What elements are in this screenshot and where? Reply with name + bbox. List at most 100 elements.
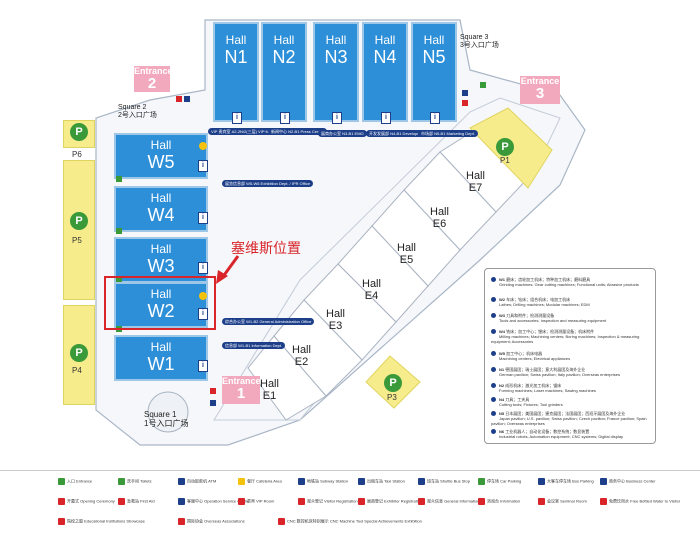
hall-e1-number: E1 <box>262 390 277 402</box>
square-2-cn: 2号入口广场 <box>118 112 157 119</box>
info-icon[interactable]: i <box>198 160 208 172</box>
hall-n4[interactable]: Hall N4 <box>362 22 408 122</box>
hall-e5-label[interactable]: Hall E5 <box>397 242 416 266</box>
info-icon[interactable]: i <box>198 308 208 320</box>
entrance-2-word: Entrance <box>134 66 173 76</box>
tag-exhibition-dept: 展览信息部 W5-W6 Exhibition Dept. / IPR Offic… <box>222 180 314 187</box>
general-information-icon <box>418 498 425 505</box>
hall-w4[interactable]: Hall W4 <box>114 186 208 232</box>
info-icon[interactable]: i <box>381 112 391 124</box>
footer-item-first-aid: 急救站 First Aid <box>118 498 155 505</box>
info-icon[interactable]: i <box>332 112 342 124</box>
hall-w3-number: W3 <box>147 256 175 276</box>
legend-bullet-icon <box>491 429 496 434</box>
hall-e2-word: Hall <box>292 344 311 356</box>
hall-e5-number: E5 <box>399 254 414 266</box>
first-aid-icon[interactable] <box>210 388 216 394</box>
hall-e7-word: Hall <box>466 170 485 182</box>
info-icon[interactable]: i <box>198 360 208 372</box>
legend-bullet-icon <box>491 383 496 388</box>
hall-e7-label[interactable]: Hall E7 <box>466 170 485 194</box>
hall-n1-number: N1 <box>224 47 248 67</box>
hall-n5[interactable]: Hall N5 <box>411 22 457 122</box>
entrance-3[interactable]: Entrance 3 <box>520 76 560 104</box>
cafeteria-icon[interactable] <box>199 292 207 300</box>
seminar-room-icon <box>538 498 545 505</box>
footer-item-visitor-reg: 观众登记 Visitor Registration <box>298 498 358 505</box>
hall-w2-number: W2 <box>147 301 175 321</box>
parking-p6-label: P6 <box>72 150 82 159</box>
hall-e1-label[interactable]: Hall E1 <box>260 378 279 402</box>
footer-item-seminar: 会议室 Seminar Room <box>538 498 587 505</box>
footer-item-water: 免费饮用水 Free Bottled Water to Visitor <box>600 498 680 505</box>
cafeteria-icon <box>238 478 245 485</box>
tag-vip-room: VIP 贵宾室 A2-2N/2(三层) VIP Meeting Room 1 (… <box>208 128 307 135</box>
service-icon[interactable] <box>462 90 468 96</box>
taxi-icon <box>358 478 365 485</box>
square-1-en: Square 1 <box>144 410 177 419</box>
parking-p5[interactable] <box>63 160 95 300</box>
footer-item-opening: 开幕式 Opening Ceremony <box>58 498 115 505</box>
hall-e2-label[interactable]: Hall E2 <box>292 344 311 368</box>
hall-e6-label[interactable]: Hall E6 <box>430 206 449 230</box>
hall-w2[interactable]: Hall W2 <box>114 282 208 328</box>
hall-w1[interactable]: Hall W1 <box>114 335 208 381</box>
hall-n1[interactable]: Hall N1 <box>213 22 259 122</box>
entrance-1-number: 1 <box>236 385 246 402</box>
hall-e3-label[interactable]: Hall E3 <box>326 308 345 332</box>
hall-n4-number: N4 <box>373 47 397 67</box>
square-1-label: Square 1 1号入口广场 <box>144 410 188 428</box>
legend-bullet-icon <box>491 351 496 356</box>
tag-press-center: 新闻中心 N2-B1 Press Center <box>268 128 327 135</box>
square-2-label: Square 2 2号入口广场 <box>118 104 157 120</box>
info-icon[interactable]: i <box>198 212 208 224</box>
entrance-1[interactable]: Entrance 1 <box>222 376 261 404</box>
square-2-en: Square 2 <box>118 104 147 111</box>
info-icon[interactable]: i <box>232 112 242 124</box>
hall-w5-word: Hall <box>150 138 172 152</box>
square1-roundabout <box>147 391 189 433</box>
footer-item-information: 咨询台 Information <box>478 498 520 505</box>
location-arrow-head <box>216 270 228 284</box>
hall-w1-number: W1 <box>147 354 175 374</box>
toilet-icon[interactable] <box>116 228 122 234</box>
hall-e4-label[interactable]: Hall E4 <box>362 278 381 302</box>
cafeteria-icon[interactable] <box>199 142 207 150</box>
info-icon[interactable]: i <box>280 112 290 124</box>
bus-parking-icon <box>538 478 545 485</box>
tag-emo: 展商办公室 N3-B1 EMO <box>318 130 367 137</box>
legend-bullet-icon <box>491 411 496 416</box>
info-icon[interactable]: i <box>430 112 440 124</box>
hall-n5-number: N5 <box>422 47 446 67</box>
entrance-2[interactable]: Entrance 2 <box>134 66 173 92</box>
entrance-arrow-icon[interactable] <box>480 82 486 88</box>
legend-bullet-icon <box>491 297 496 302</box>
info-icon[interactable]: i <box>198 262 208 274</box>
toilet-icon[interactable] <box>116 276 122 282</box>
associations-icon <box>178 518 185 525</box>
service-icon[interactable] <box>210 400 216 406</box>
hall-w5[interactable]: Hall W5 <box>114 133 208 179</box>
hall-n2[interactable]: Hall N2 <box>261 22 307 122</box>
first-aid-icon[interactable] <box>176 96 182 102</box>
tag-marketing: 市场部 N5-B1 Marketing Dept. <box>418 130 478 137</box>
hall-n3[interactable]: Hall N3 <box>313 22 359 122</box>
hall-e6-word: Hall <box>430 206 449 218</box>
hall-e6-number: E6 <box>432 218 447 230</box>
hall-w3-word: Hall <box>150 242 172 256</box>
hall-n2-number: N2 <box>272 47 296 67</box>
footer-item-exhibitor-reg: 展商登记 Exhibitor Registration <box>358 498 422 505</box>
square-1-cn: 1号入口广场 <box>144 419 189 428</box>
service-icon[interactable] <box>184 96 190 102</box>
toilet-icon[interactable] <box>116 176 122 182</box>
footer-item-toilets: 洗手间 Toilets <box>118 478 151 485</box>
first-aid-icon[interactable] <box>462 100 468 106</box>
hall-w4-number: W4 <box>147 205 175 225</box>
